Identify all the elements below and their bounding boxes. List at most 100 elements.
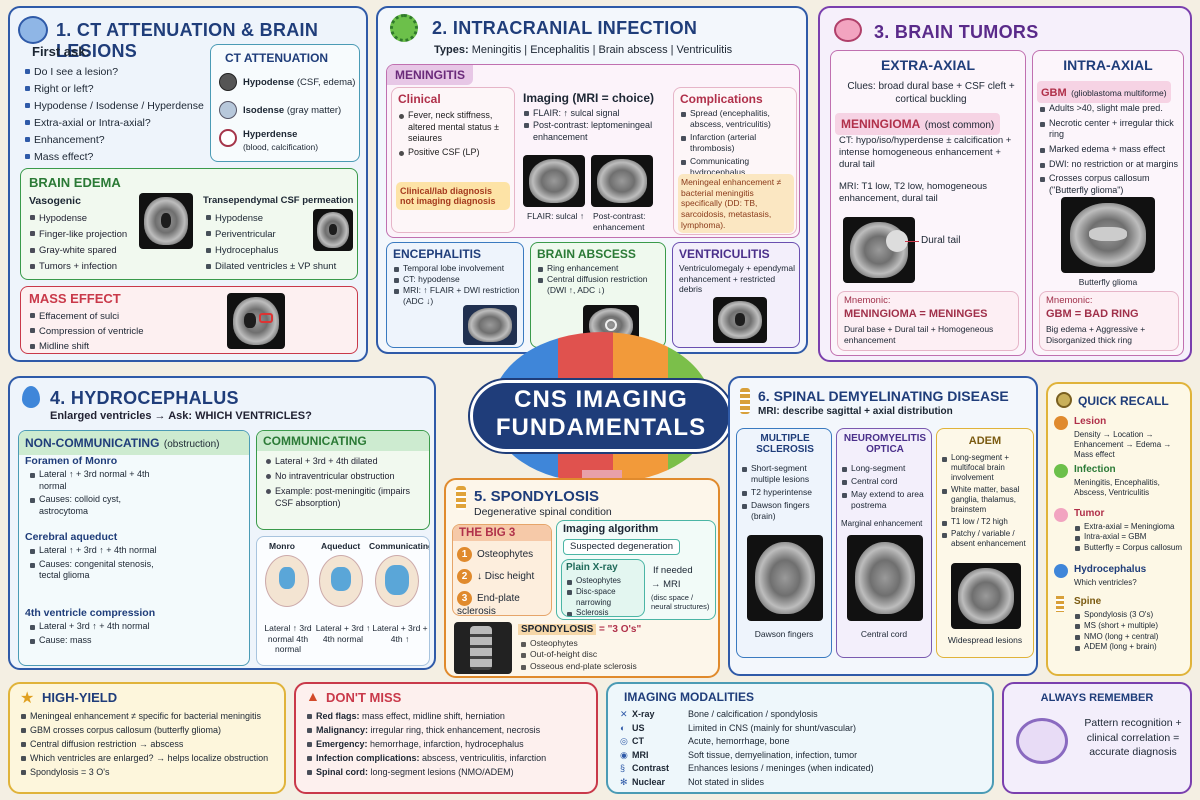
gbm-mnemonic: Mnemonic: GBM = BAD RING Big edema + Agg… <box>1039 291 1179 351</box>
extra-axial-clues: Clues: broad dural base + CSF cleft + co… <box>847 81 1015 105</box>
adem-item: T1 low / T2 high <box>941 517 1033 527</box>
fourth-ventricle-list: Lateral + 3rd ↑ + 4th normal Cause: mass <box>29 621 169 646</box>
communicating-box: COMMUNICATING Lateral + 3rd + 4th dilate… <box>256 430 430 530</box>
three-os-item: Osseous end-plate sclerosis <box>520 661 710 672</box>
warning-icon: ▲ <box>306 688 320 704</box>
virus-icon <box>390 14 418 42</box>
mass-effect-title: MASS EFFECT <box>29 291 121 306</box>
star-icon: ★ <box>20 690 35 707</box>
fourth-ventricle-title: 4th ventricle compression <box>25 607 156 619</box>
recall-infection-label: Infection <box>1074 464 1116 475</box>
transependymal-item: Hydrocephalus <box>205 243 305 259</box>
question-item: Extra-axial or Intra-axial? <box>24 115 209 132</box>
complications-title: Complications <box>680 92 763 106</box>
ms-caption: Dawson fingers <box>754 629 814 639</box>
number-2-icon: 2 <box>457 569 472 584</box>
meningeal-enhancement-note: Meningeal enhancement ≠ bacterial mening… <box>678 174 794 234</box>
abscess-item: Central diffusion restriction (DWI ↑, AD… <box>537 274 663 296</box>
adem-list: Long-segment + multifocal brain involvem… <box>941 453 1033 549</box>
brain-outline-icon <box>1016 718 1068 764</box>
spine-xray-image <box>454 622 512 674</box>
gbm-item: DWI: no restriction or at margins <box>1039 159 1181 171</box>
gbm-list: Adults >40, slight male pred. Necrotic c… <box>1039 103 1181 197</box>
brain-edema-title: BRAIN EDEMA <box>29 175 121 190</box>
complications-list: Spread (encephalitis, abscess, ventricul… <box>680 108 796 178</box>
mass-effect-box: MASS EFFECT Effacement of sulci Compress… <box>20 286 358 354</box>
recall-lesion-text: Density → Location → Enhancement → Edema… <box>1074 430 1172 459</box>
transependymal-item: Hypodense <box>205 211 305 227</box>
question-item: Right or left? <box>24 81 209 98</box>
center-title-line-1: CNS IMAGING <box>514 386 688 413</box>
spondylosis-label: SPONDYLOSIS <box>518 624 597 635</box>
gbm-item: Necrotic center + irregular thick ring <box>1039 118 1181 141</box>
panel-4-title: 4. HYDROCEPHALUS <box>50 388 239 408</box>
flair-mri-image <box>523 155 585 207</box>
imaging-list: FLAIR: ↑ sulcal signal Post-contrast: le… <box>523 107 671 143</box>
ultrasound-icon: ◐ <box>620 722 626 733</box>
ventriculitis-box: VENTRICULITIS Ventriculomegaly + ependym… <box>672 242 800 348</box>
clinical-box: Clinical Fever, neck stiffness, altered … <box>391 87 515 233</box>
modality-use: Bone / calcification / spondylosis <box>688 709 818 719</box>
caption-monro: Lateral ↑ 3rd normal 4th normal <box>264 623 312 655</box>
three-os-item: Osteophytes <box>520 638 710 649</box>
tumor-icon <box>1054 508 1068 522</box>
big-3-title: THE BIG 3 <box>453 525 551 541</box>
nuclear-icon: ✻ <box>620 776 628 787</box>
transependymal-ct-image <box>313 209 353 251</box>
infection-icon <box>1054 464 1068 478</box>
caption-communicating: Lateral + 3rd + 4th ↑ <box>372 623 428 644</box>
dont-miss-value: long-segment lesions (NMO/ADEM) <box>370 766 514 777</box>
fourth-ventricle-item: Lateral + 3rd ↑ + 4th normal <box>29 621 169 633</box>
modality-use: Limited in CNS (mainly for shunt/vascula… <box>688 722 857 733</box>
mnemonic-2-text: Big edema + Aggressive + Disorganized th… <box>1046 324 1146 345</box>
first-ask-list: Do I see a lesion? Right or left? Hypode… <box>24 64 209 166</box>
communicating-item: No intraventricular obstruction <box>265 470 425 482</box>
recall-spine-label: Spine <box>1074 596 1102 607</box>
imaging-title: Imaging (MRI = choice) <box>523 91 655 105</box>
dont-miss-key: Spinal cord: <box>316 766 369 777</box>
contrast-icon: § <box>620 763 626 773</box>
panel-intracranial-infection: 2. INTRACRANIAL INFECTION Types: Meningi… <box>376 6 808 354</box>
imaging-item: Post-contrast: leptomeningeal enhancemen… <box>523 119 671 143</box>
panel-6-title: 6. SPINAL DEMYELINATING DISEASE <box>758 388 1009 404</box>
encephalitis-box: ENCEPHALITIS Temporal lobe involvement C… <box>386 242 524 348</box>
high-yield-list: Meningeal enhancement ≠ specific for bac… <box>20 710 284 780</box>
encephalitis-list: Temporal lobe involvement CT: hypodense … <box>393 263 521 307</box>
intra-axial-title: INTRA-AXIAL <box>1063 57 1153 73</box>
aqueduct-item: Causes: congenital stenosis, tectal glio… <box>29 559 169 582</box>
water-drop-icon <box>22 386 40 408</box>
recall-tumor-list: Extra-axial = Meningioma Intra-axial = G… <box>1074 522 1190 553</box>
encephalitis-title: ENCEPHALITIS <box>393 247 482 261</box>
adem-item: Patchy / variable / absent enhancement <box>941 529 1033 549</box>
lightbulb-icon <box>1056 392 1072 408</box>
question-item: Do I see a lesion? <box>24 64 209 81</box>
dont-miss-key: Infection complications: <box>316 752 420 763</box>
modality-name: Contrast <box>632 763 670 773</box>
big3-item: ↓ Disc height <box>477 571 535 582</box>
hydrocephalus-icon <box>1054 564 1068 578</box>
xray-item: Osteophytes <box>566 576 644 587</box>
number-3-icon: 3 <box>457 591 472 606</box>
mass-effect-item: Compression of ventricle <box>29 324 209 339</box>
types-list: Meningitis | Encephalitis | Brain absces… <box>471 44 733 56</box>
mri-icon: ◉ <box>620 749 628 760</box>
vasogenic-list: Hypodense Finger-like projection Gray-wh… <box>29 211 139 276</box>
ms-list: Short-segment multiple lesions T2 hyperi… <box>741 463 831 522</box>
gbm-label: GBM <box>1041 87 1067 99</box>
panel-5-title: 5. SPONDYLOSIS <box>474 488 600 505</box>
plain-xray-title: Plain X-ray <box>566 562 618 573</box>
xray-list: Osteophytes Disc-space narrowing Scleros… <box>566 576 644 616</box>
nmo-box: NEUROMYELITIS OPTICA Long-segment Centra… <box>836 428 932 658</box>
adem-box: ADEM Long-segment + multifocal brain inv… <box>936 428 1034 658</box>
monro-list: Lateral ↑ + 3rd normal + 4th normal Caus… <box>29 469 169 518</box>
mnemonic-2-label: Mnemonic: <box>1046 295 1093 306</box>
xray-item: Disc-space narrowing <box>566 587 644 609</box>
mass-effect-item: Midline shift <box>29 339 209 353</box>
demyelinating-subtitle: MRI: describe sagittal + axial distribut… <box>758 406 953 417</box>
algorithm-title: Imaging algorithm <box>563 523 659 535</box>
intra-axial-box: INTRA-AXIAL GBM (glioblastoma multiforme… <box>1032 50 1184 356</box>
meningioma-label: MENINGIOMA <box>841 117 921 131</box>
adem-caption: Widespread lesions <box>947 635 1023 645</box>
hypodense-note: (CSF, edema) <box>296 77 356 88</box>
high-yield-item: Meningeal enhancement ≠ specific for bac… <box>20 710 284 724</box>
